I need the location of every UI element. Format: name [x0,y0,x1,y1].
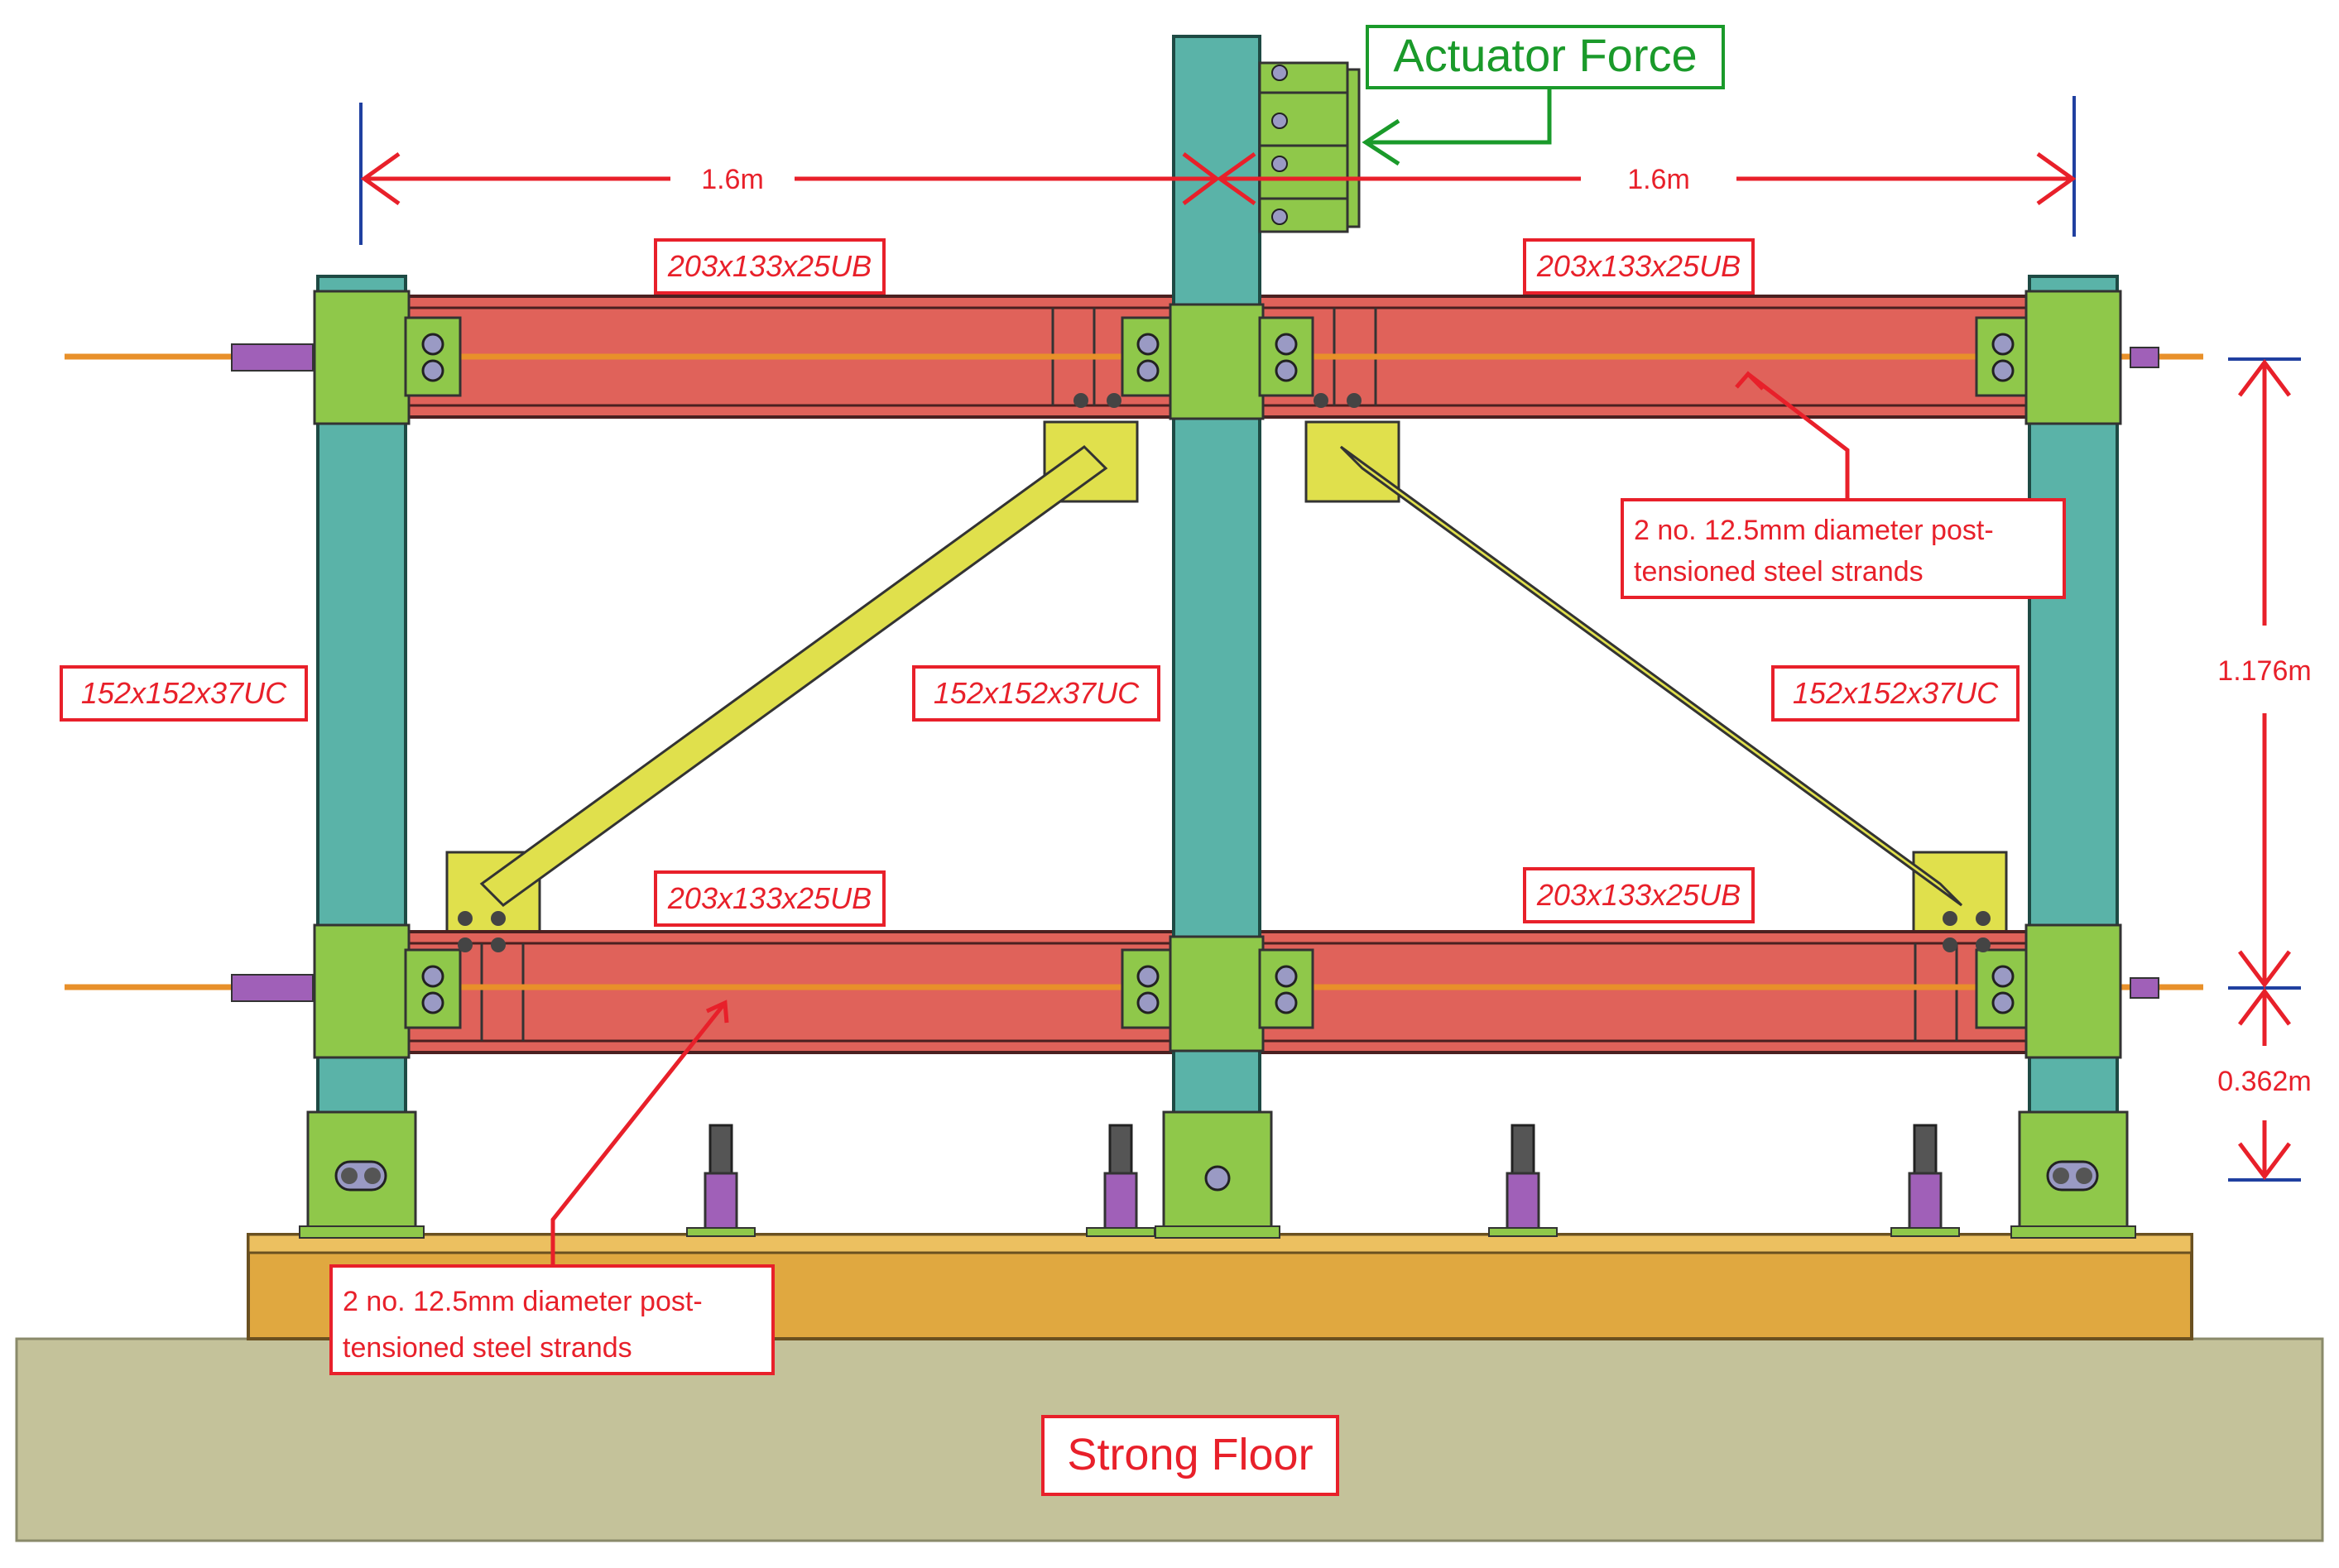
strands-top-label-line1: 2 no. 12.5mm diameter post- [1634,515,1994,546]
span-right-label: 1.6m [1627,164,1690,195]
actuator-bracket [1258,61,1361,233]
dimension-line [360,151,2291,1181]
beam-bottom-left-label: 203x133x25UB [667,881,872,915]
beam-bottom-right [1258,930,2034,1054]
column-base [1155,1110,1280,1239]
actuator-force-label: Actuator Force [1393,29,1697,81]
leader-line [550,371,1850,1264]
brace-right [1304,420,2008,937]
column-base [2010,1110,2136,1239]
strong-floor-label: Strong Floor [1067,1430,1313,1479]
strong-floor-label-box [1041,1415,1339,1496]
strands-bottom-label-line1: 2 no. 12.5mm diameter post- [343,1286,703,1317]
connection-plate [313,290,2122,1059]
beam-bottom-left [401,930,1175,1054]
column-center-label: 152x152x37UC [934,676,1140,710]
column-base [299,1110,425,1239]
beam-bottom-right-label: 203x133x25UB [1536,878,1741,912]
height-lower-label: 0.362m [2217,1066,2311,1097]
column-right-label-box [1771,665,2020,722]
column-left-label-box [60,665,308,722]
actuator-arrow [1362,88,1552,166]
column-center-label-box [912,665,1160,722]
beam-top-right-label: 203x133x25UB [1536,249,1741,283]
strands-bottom-label-box [329,1264,775,1375]
actuator-force-label-box [1366,25,1725,89]
anchor-bolt [1086,1124,1155,1237]
beam-top-left-label-box [654,238,886,295]
column-right-label: 152x152x37UC [1793,676,1999,710]
span-left-label: 1.6m [701,164,764,195]
anchor-bolt [686,1124,756,1237]
column-left-label: 152x152x37UC [81,676,287,710]
beam-top-right-label-box [1523,238,1755,295]
height-upper-label: 1.176m [2217,655,2311,687]
beam-bottom-left-label-box [654,870,886,927]
anchor-bolt [1890,1124,1960,1237]
strands-top-label-line2: tensioned steel strands [1634,556,1924,587]
anchor-bolt [1488,1124,1558,1237]
beam-bottom-right-label-box [1523,867,1755,923]
beam-top-left-label: 203x133x25UB [667,249,872,283]
strands-bottom-label-line2: tensioned steel strands [343,1332,632,1364]
brace-left [445,420,1139,937]
strands-top-label-box [1621,498,2066,599]
